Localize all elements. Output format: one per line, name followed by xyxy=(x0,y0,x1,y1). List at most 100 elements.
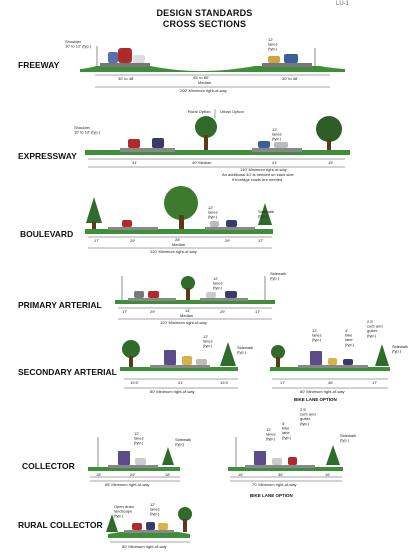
collector-dim-2: 29' xyxy=(130,472,135,477)
primary-right-roadway xyxy=(200,298,248,301)
collector-dim-3: 18' xyxy=(165,472,170,477)
secondary-bike-ground xyxy=(270,367,390,371)
label-secondary-arterial: SECONDARY ARTERIAL xyxy=(18,367,117,377)
secondary-bike-bus xyxy=(310,351,322,365)
collector-bike-dim-1: 16' xyxy=(238,472,243,477)
secondary-pine-tree-icon xyxy=(220,342,236,366)
secondary-ground xyxy=(120,367,238,371)
collector-bike-sidewalk-label: Sidewalk(typ.) xyxy=(340,433,356,443)
boulevard-sidewalk-label: Sidewalk(typ.) xyxy=(258,209,274,219)
secondary-bike-lanes-label: 12'lanes(typ.) xyxy=(312,328,322,342)
primary-dim-2: 29' xyxy=(150,309,155,314)
expressway-note-2: if frontage roads are needed xyxy=(232,177,282,182)
primary-ground xyxy=(115,300,275,304)
secondary-arterial-diagram: 12'lanes(typ.) Sidewalk(typ.) 19.5' 41' … xyxy=(120,319,408,394)
secondary-bike-car xyxy=(328,358,337,365)
freeway-dim-2: 45' to 80' xyxy=(193,75,209,80)
collector-bike-bus xyxy=(254,451,266,465)
collector-bike-pine-tree-icon xyxy=(326,445,340,465)
boulevard-car xyxy=(210,221,219,227)
secondary-car xyxy=(196,359,207,365)
rural-car xyxy=(158,523,168,530)
title-line-2: CROSS SECTIONS xyxy=(162,19,247,29)
collector-roadway xyxy=(108,465,158,468)
boulevard-dim-5: 17' xyxy=(258,238,263,243)
secondary-row: 80' Minimum right-of-way xyxy=(150,389,195,394)
rural-car xyxy=(146,522,155,530)
primary-arterial-diagram: 12'lanes(typ.) Sidewalk(typ.) 17' 29' 14… xyxy=(115,271,286,325)
expressway-row: 140' Minimum right-of-way xyxy=(240,167,287,172)
expressway-dim-4: 15' xyxy=(328,160,333,165)
label-freeway: FREEWAY xyxy=(18,60,60,70)
collector-bike-car xyxy=(272,458,282,465)
label-primary-arterial: PRIMARY ARTERIAL xyxy=(18,300,102,310)
freeway-row: 200' Minimum right-of-way xyxy=(180,88,227,93)
boulevard-car xyxy=(226,220,237,227)
freeway-car xyxy=(284,54,298,63)
expressway-ground xyxy=(85,150,350,155)
primary-dim-4: 29' xyxy=(220,309,225,314)
boulevard-ground xyxy=(85,229,273,234)
expressway-tree-icon xyxy=(195,116,217,138)
boulevard-tree-icon xyxy=(164,186,198,220)
expressway-car xyxy=(152,138,164,148)
collector-row-right: 70' Minimum right-of-way xyxy=(252,482,297,487)
secondary-lanes-label: 12'lanes(typ.) xyxy=(203,334,213,348)
boulevard-dim-3: 28' xyxy=(175,237,180,242)
expressway-car xyxy=(258,141,270,148)
freeway-median: Median xyxy=(198,80,211,85)
expressway-urban-option: Urban Option xyxy=(220,109,244,114)
freeway-dim-3: 30' to 48' xyxy=(282,76,298,81)
rural-roadway xyxy=(124,530,174,533)
boulevard-median: Median xyxy=(172,242,185,247)
collector-bike-car xyxy=(288,457,297,465)
freeway-car xyxy=(108,52,118,63)
label-rural-collector: RURAL COLLECTOR xyxy=(18,520,103,530)
expressway-dim-1: 41' xyxy=(132,160,137,165)
secondary-bike-tree-icon xyxy=(271,345,285,359)
rural-lanes-label: 12'lanes(typ.) xyxy=(150,502,160,516)
secondary-car xyxy=(182,356,192,365)
collector-bike-option: BIKE LANE OPTION xyxy=(250,493,293,498)
expressway-tree-icon xyxy=(316,116,342,142)
boulevard-row: 120' Minimum right-of-way xyxy=(150,249,197,254)
collector-pine-tree-icon xyxy=(162,447,174,465)
expressway-rural-option: Rural Option xyxy=(188,109,210,114)
secondary-bike-tree-trunk xyxy=(276,357,280,367)
primary-car xyxy=(148,291,159,298)
expressway-lanes-label: 12'lanes(typ.) xyxy=(272,127,282,141)
primary-dim-5: 17' xyxy=(255,309,260,314)
boulevard-left-roadway xyxy=(108,227,158,230)
rural-tree-icon xyxy=(178,507,192,521)
primary-left-roadway xyxy=(128,298,176,301)
freeway-ground xyxy=(80,66,345,72)
primary-dim-3: 14' xyxy=(185,308,190,313)
primary-tree-trunk xyxy=(186,288,190,300)
rural-ground xyxy=(108,532,190,538)
expressway-car xyxy=(274,142,288,148)
secondary-sidewalk-label: Sidewalk(typ.) xyxy=(237,345,253,355)
collector-bike-dim-3: 16' xyxy=(325,472,330,477)
expressway-right-roadway xyxy=(252,148,302,152)
rural-car xyxy=(132,523,142,530)
secondary-dim-2: 41' xyxy=(178,380,183,385)
boulevard-tree-trunk xyxy=(92,222,96,229)
boulevard-lanes-label: 12'lanes(typ.) xyxy=(208,205,218,219)
secondary-bike-sidewalk-label: Sidewalk(typ.) xyxy=(392,344,408,354)
boulevard-pine-tree-icon xyxy=(86,197,102,223)
collector-bike-lanes-label: 12'lanes(typ.) xyxy=(266,427,276,441)
freeway-lanes-label: 12'lanes(typ.) xyxy=(268,37,278,51)
freeway-left-roadway xyxy=(100,63,150,67)
secondary-tree-trunk xyxy=(129,356,133,367)
expressway-note-1: An additional 40' is needed on each side xyxy=(222,172,294,177)
secondary-bike-option: BIKE LANE OPTION xyxy=(294,397,337,402)
